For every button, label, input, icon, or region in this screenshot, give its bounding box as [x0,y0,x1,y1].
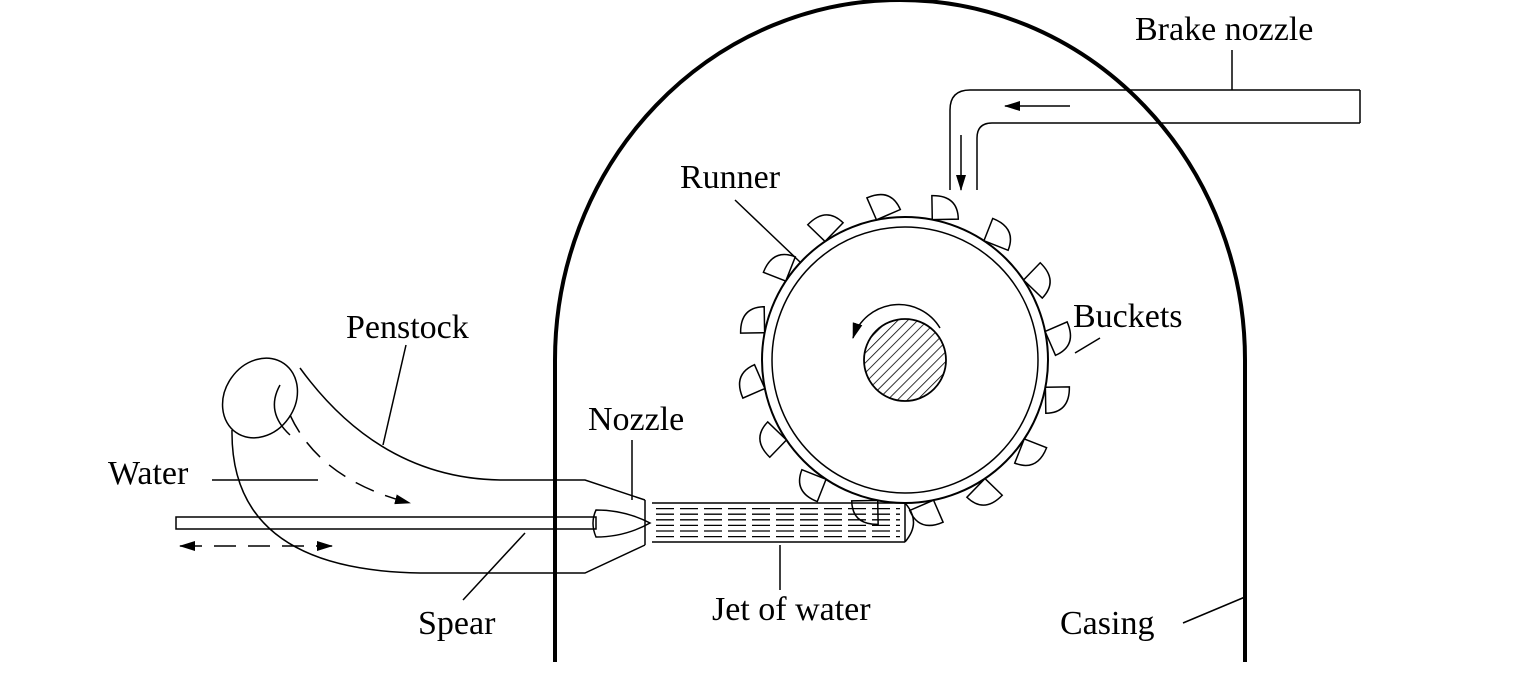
leader-lines [212,50,1246,624]
spear-rod [175,509,652,551]
label-runner: Runner [680,159,781,196]
runner-bucket [965,477,1004,506]
runner-shaft [863,318,947,402]
runner-bucket [1013,437,1048,467]
runner-bucket [1044,320,1072,357]
label-jet-of-water: Jet of water [712,591,871,628]
label-spear: Spear [418,605,496,642]
runner-bucket [865,193,902,221]
runner-bucket [738,363,766,400]
runner-bucket [908,499,945,527]
runner-buckets [738,193,1072,527]
label-casing: Casing [1060,605,1154,642]
runner-bucket [931,194,960,221]
water-jet [652,502,915,543]
penstock-pipe [221,357,646,574]
casing-outline [553,0,1247,662]
brake-nozzle-pipe [949,89,1361,191]
label-water: Water [108,455,189,492]
label-buckets: Buckets [1073,298,1183,335]
label-brake-nozzle: Brake nozzle [1135,11,1313,48]
runner-bucket [798,468,828,503]
runner-bucket [1044,386,1071,415]
runner-bucket [759,420,788,459]
rotation-arrow [852,303,941,339]
runner-bucket [1022,261,1051,300]
label-nozzle: Nozzle [588,401,684,438]
label-penstock: Penstock [346,309,469,346]
runner-bucket [982,217,1012,252]
runner-bucket [850,499,879,526]
runner-bucket [739,305,766,334]
runner-bucket [806,214,845,243]
